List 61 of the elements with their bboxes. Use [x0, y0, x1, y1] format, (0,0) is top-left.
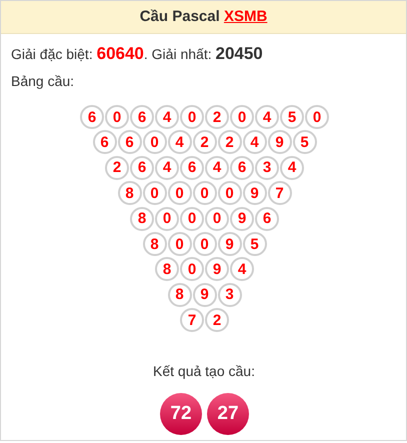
- digit-circle: 6: [130, 156, 154, 180]
- digit-circle: 8: [130, 206, 154, 231]
- digit-circle: 6: [92, 130, 116, 154]
- digit-circle: 5: [242, 232, 266, 256]
- digit-circle: 3: [255, 156, 279, 180]
- digit-circle: 9: [230, 206, 254, 231]
- digit-circle: 2: [105, 156, 129, 180]
- table-heading: Bảng cầu:: [11, 73, 74, 89]
- digit-circle: 9: [218, 232, 242, 256]
- digit-circle: 6: [255, 206, 279, 231]
- title-link: XSMB: [224, 8, 268, 25]
- digit-circle: 3: [218, 282, 242, 307]
- digit-circle: 4: [205, 156, 229, 180]
- digit-circle: 0: [192, 181, 216, 206]
- digit-circle: 9: [242, 181, 266, 206]
- digit-circle: 8: [155, 257, 179, 282]
- digit-circle: 0: [180, 105, 204, 129]
- digit-circle: 9: [205, 257, 229, 282]
- result-ball: 72: [160, 393, 202, 435]
- digit-circle: 0: [305, 105, 329, 129]
- digit-circle: 4: [242, 130, 266, 154]
- digit-circle: 6: [230, 156, 254, 180]
- digit-circle: 5: [292, 130, 316, 154]
- result-ball: 27: [207, 393, 249, 435]
- digit-circle: 7: [268, 181, 292, 206]
- digit-circle: 0: [168, 232, 192, 256]
- digit-circle: 8: [142, 232, 166, 256]
- digit-circle: 0: [192, 232, 216, 256]
- digit-circle: 8: [168, 282, 192, 307]
- digit-circle: 9: [192, 282, 216, 307]
- digit-circle: 6: [118, 130, 142, 154]
- result-heading: Kết quả tạo cầu:: [153, 363, 255, 379]
- digit-circle: 6: [180, 156, 204, 180]
- digit-circle: 4: [280, 156, 304, 180]
- digit-circle: 4: [155, 156, 179, 180]
- prize-sentence: Giải đặc biệt: 60640. Giải nhất: 20450: [11, 44, 263, 64]
- digit-circle: 4: [255, 105, 279, 129]
- digit-circle: 0: [168, 181, 192, 206]
- digit-circle: 4: [168, 130, 192, 154]
- digit-circle: 0: [142, 130, 166, 154]
- digit-circle: 6: [80, 105, 104, 129]
- digit-circle: 2: [218, 130, 242, 154]
- digit-circle: 8: [118, 181, 142, 206]
- digit-circle: 0: [205, 206, 229, 231]
- digit-circle: 0: [230, 105, 254, 129]
- digit-circle: 0: [218, 181, 242, 206]
- digit-circle: 0: [142, 181, 166, 206]
- digit-circle: 4: [155, 105, 179, 129]
- digit-circle: 4: [230, 257, 254, 282]
- digit-circle: 0: [105, 105, 129, 129]
- digit-circle: 0: [180, 257, 204, 282]
- digit-circle: 5: [280, 105, 304, 129]
- digit-circle: 2: [192, 130, 216, 154]
- digit-circle: 6: [130, 105, 154, 129]
- digit-circle: 2: [205, 308, 229, 332]
- header-title: Cầu Pascal XSMB: [1, 1, 406, 34]
- digit-circle: 7: [180, 308, 204, 332]
- digit-circle: 0: [180, 206, 204, 231]
- digit-circle: 9: [268, 130, 292, 154]
- digit-circle: 0: [155, 206, 179, 231]
- digit-circle: 2: [205, 105, 229, 129]
